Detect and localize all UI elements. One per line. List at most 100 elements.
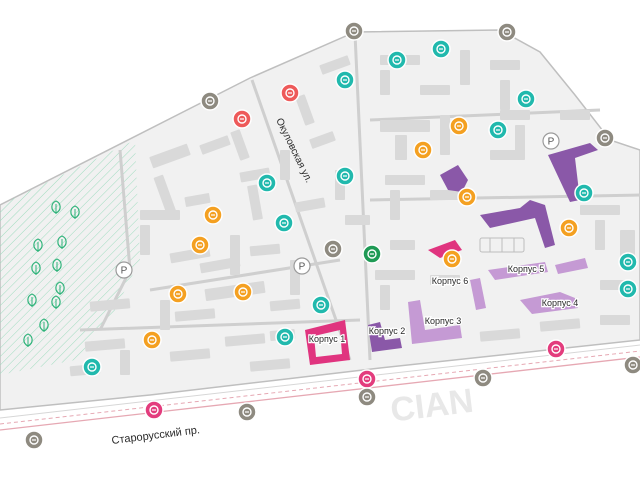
bus-icon[interactable] (546, 339, 566, 359)
residential-block (294, 197, 326, 213)
school-icon[interactable] (82, 357, 102, 377)
kindergarten-icon[interactable] (203, 205, 223, 225)
residential-block (184, 193, 211, 207)
watermark: CIAN (388, 382, 475, 430)
residential-block (600, 315, 630, 325)
building-label-korpus-4: Корпус 4 (542, 298, 579, 308)
entrance-icon[interactable] (323, 239, 343, 259)
tree-icon (52, 258, 62, 272)
residential-block (620, 230, 635, 260)
school-icon[interactable] (618, 252, 638, 272)
entrance-icon[interactable] (200, 91, 220, 111)
kindergarten-icon[interactable] (413, 140, 433, 160)
parking-lot (479, 237, 525, 253)
tree-icon (39, 318, 49, 332)
building-label-korpus-2: Корпус 2 (369, 326, 406, 336)
kindergarten-icon[interactable] (168, 284, 188, 304)
entrance-icon[interactable] (595, 128, 615, 148)
entrance-icon[interactable] (623, 355, 640, 375)
residential-block (224, 333, 266, 347)
street-label-starorussky: Старорусский пр. (111, 424, 201, 447)
entrance-icon[interactable] (497, 22, 517, 42)
parking-icon[interactable]: P (115, 261, 133, 279)
kindergarten-icon[interactable] (233, 282, 253, 302)
residential-block (309, 131, 336, 149)
school-icon[interactable] (387, 50, 407, 70)
residential-block (174, 308, 216, 322)
tree-icon (55, 281, 65, 295)
residential-block (500, 110, 530, 120)
residential-block (247, 184, 263, 221)
pharmacy-icon[interactable] (232, 109, 252, 129)
entrance-icon[interactable] (24, 430, 44, 450)
residential-block (199, 135, 231, 155)
pharmacy-icon[interactable] (280, 83, 300, 103)
residential-block (140, 225, 150, 255)
building-korpus-6[interactable] (428, 240, 462, 258)
school-icon[interactable] (431, 39, 451, 59)
residential-block (140, 210, 180, 220)
school-icon[interactable] (274, 213, 294, 233)
school-icon[interactable] (311, 295, 331, 315)
building-korpus-5[interactable] (470, 258, 588, 310)
kindergarten-icon[interactable] (190, 235, 210, 255)
parking-glyph: P (121, 266, 128, 277)
residential-block (249, 243, 281, 257)
kindergarten-icon[interactable] (559, 218, 579, 238)
entrance-icon[interactable] (237, 402, 257, 422)
entrance-icon[interactable] (473, 368, 493, 388)
residential-block (149, 143, 191, 169)
tree-icon (51, 295, 61, 309)
residential-block (390, 190, 400, 220)
residential-block (595, 220, 605, 250)
residential-block (295, 94, 315, 126)
bus-icon[interactable] (357, 369, 377, 389)
residential-block (380, 120, 430, 132)
residential-block (420, 85, 450, 95)
kindergarten-icon[interactable] (457, 187, 477, 207)
residential-block (375, 270, 415, 280)
kindergarten-icon[interactable] (449, 116, 469, 136)
building-korpus-3[interactable] (408, 300, 462, 344)
shop-icon[interactable] (362, 244, 382, 264)
tree-icon (57, 235, 67, 249)
kindergarten-icon[interactable] (442, 249, 462, 269)
school-icon[interactable] (257, 173, 277, 193)
residential-block (269, 298, 301, 312)
school-icon[interactable] (275, 327, 295, 347)
residential-block (539, 318, 581, 332)
school-icon[interactable] (488, 120, 508, 140)
tree-icon (27, 293, 37, 307)
residential-block (160, 300, 170, 330)
building-label-korpus-3: Корпус 3 (425, 316, 462, 326)
residential-block (345, 215, 370, 225)
entrance-icon[interactable] (344, 21, 364, 41)
complex-buildings (440, 143, 598, 248)
school-icon[interactable] (574, 183, 594, 203)
parking-glyph: P (299, 262, 306, 273)
school-icon[interactable] (516, 89, 536, 109)
building-korpus-4[interactable] (520, 292, 578, 314)
school-icon[interactable] (335, 166, 355, 186)
parking-icon[interactable]: P (293, 257, 311, 275)
residential-block (490, 150, 525, 160)
building-label-korpus-6: Корпус 6 (432, 276, 469, 286)
residential-block (430, 275, 460, 285)
school-icon[interactable] (335, 70, 355, 90)
building-label-korpus-5: Корпус 5 (508, 264, 545, 274)
kindergarten-icon[interactable] (142, 330, 162, 350)
residential-block (153, 174, 177, 216)
building-korpus-2[interactable] (368, 322, 402, 352)
tree-icon (70, 205, 80, 219)
residential-block (580, 205, 620, 215)
residential-block (460, 50, 470, 85)
residential-block (230, 235, 240, 275)
school-icon[interactable] (618, 279, 638, 299)
tree-icon (31, 261, 41, 275)
entrance-icon[interactable] (357, 387, 377, 407)
parking-icon[interactable]: P (542, 132, 560, 150)
bus-icon[interactable] (144, 400, 164, 420)
building-korpus-1[interactable] (305, 320, 350, 365)
